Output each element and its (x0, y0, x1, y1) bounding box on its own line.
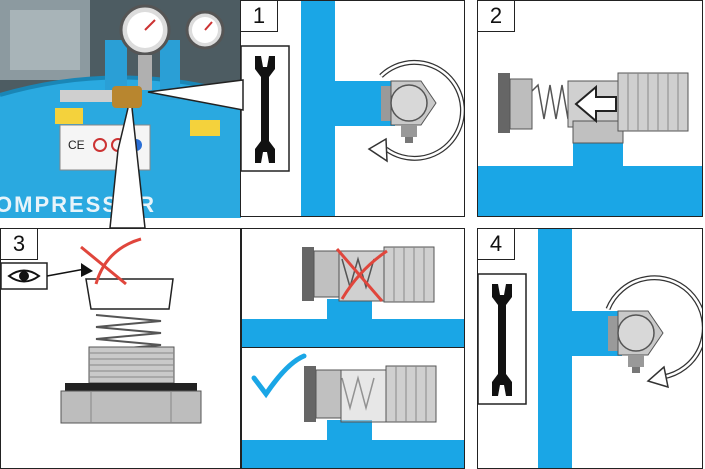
step-3-panel: 3 (0, 228, 241, 469)
step-2-panel: 2 (477, 0, 703, 217)
eye-icon (9, 271, 39, 282)
step-1-panel: 1 (240, 0, 465, 217)
compressor-photo-panel: CE OMPRESSOR (0, 0, 241, 218)
step-2-number: 2 (478, 1, 515, 32)
step-3-illustration (1, 229, 241, 469)
correct-orientation-illustration (242, 348, 465, 469)
correct-orientation-panel (241, 347, 465, 469)
wrong-orientation-panel (241, 228, 465, 348)
wrong-orientation-illustration (242, 229, 465, 348)
brand-text: OMPRESSOR (0, 192, 156, 217)
blue-checkmark-icon (254, 356, 304, 394)
ce-mark: CE (68, 138, 85, 152)
step-1-illustration (241, 1, 465, 217)
red-cross-icon (81, 239, 141, 284)
step-2-illustration (478, 1, 703, 217)
compressor-photo: CE OMPRESSOR (0, 0, 241, 218)
step-4-number: 4 (478, 229, 515, 260)
step-1-number: 1 (241, 1, 278, 32)
step-4-panel: 4 (477, 228, 703, 469)
step-4-illustration (478, 229, 703, 469)
step-3-number: 3 (1, 229, 38, 260)
